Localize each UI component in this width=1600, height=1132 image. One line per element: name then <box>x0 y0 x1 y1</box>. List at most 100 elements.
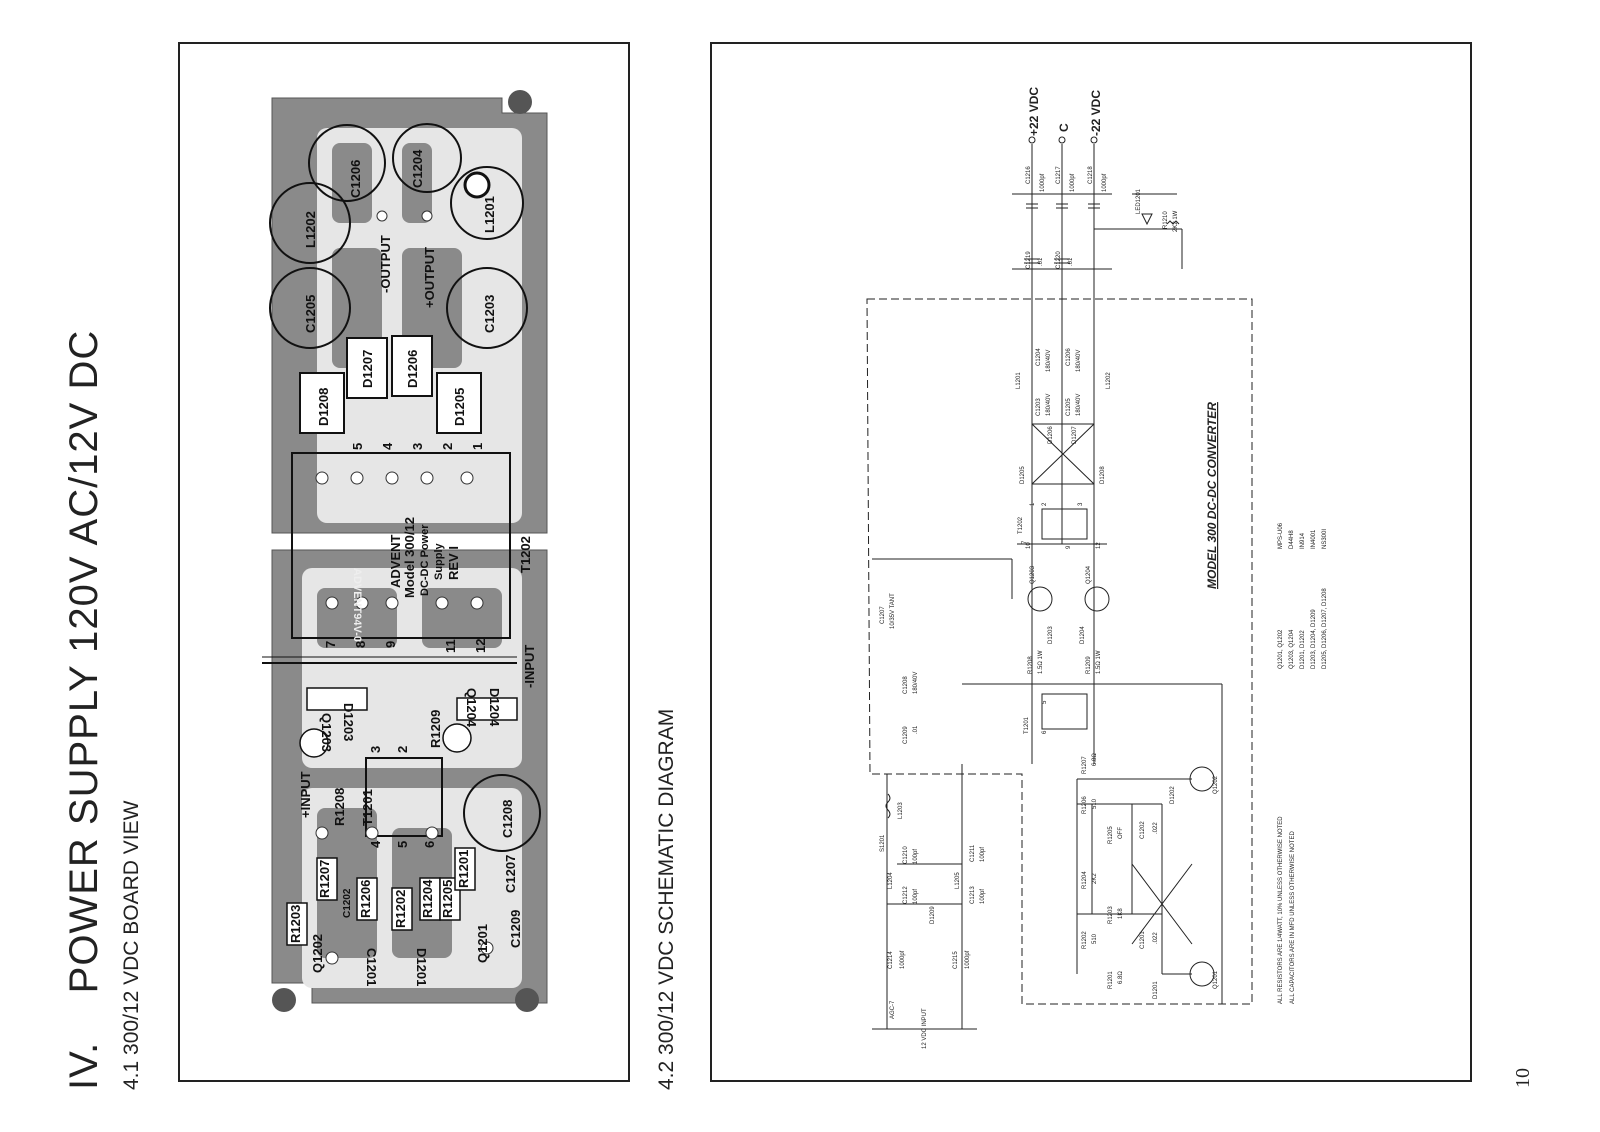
page-title: IV. POWER SUPPLY 120V AC/12V DC <box>62 329 106 1090</box>
val-c1215: 1000pf <box>965 950 971 969</box>
part-l1205: L1205 <box>955 872 961 889</box>
board-label-q1201: Q1201 <box>475 924 490 963</box>
part-r1204: R1204 <box>1082 871 1088 889</box>
schematic-title: MODEL 300 DC-DC CONVERTER <box>1205 402 1219 589</box>
board-label-r1202: R1202 <box>393 890 408 928</box>
board-label-d1203: D1203 <box>341 703 356 741</box>
board-line1: DC-DC Power <box>419 524 431 596</box>
val-c1217: 1000pf <box>1070 173 1076 192</box>
parts-q-a-value: MPS-U06 <box>1278 522 1284 549</box>
val-c1201: .022 <box>1153 932 1159 944</box>
val-c1213: 100pf <box>980 889 986 904</box>
board-label-t1202: T1202 <box>518 536 533 573</box>
board-label-d1205: D1205 <box>452 388 467 426</box>
schematic-frame <box>710 42 1472 1082</box>
rail-com-label: C <box>1057 123 1071 132</box>
part-q1202: Q1202 <box>1213 775 1219 794</box>
board-label-r1209: R1209 <box>428 710 443 748</box>
part-d1207: D1207 <box>1072 426 1078 444</box>
board-label-c1205: C1205 <box>303 295 318 333</box>
part-c1201: C1201 <box>1140 931 1146 949</box>
part-c1207: C1207 <box>880 606 886 624</box>
board-label-l1202: L1202 <box>303 211 318 248</box>
part-r1202: R1202 <box>1082 931 1088 949</box>
part-t1202: T1202 <box>1018 516 1024 534</box>
part-c1210: C1210 <box>903 846 909 864</box>
pin-10: 10 <box>1026 542 1032 549</box>
part-c1216: C1216 <box>1026 166 1032 184</box>
board-label-r1201: R1201 <box>456 850 471 888</box>
part-s1201: S1201 <box>880 834 886 852</box>
board-label-q1202: Q1202 <box>310 934 325 973</box>
parts-q-b: Q1203, Q1204 <box>1289 629 1295 669</box>
part-c1218: C1218 <box>1088 166 1094 184</box>
part-c1217: C1217 <box>1056 166 1062 184</box>
board-label-t1201: T1201 <box>360 789 375 826</box>
part-c1206: C1206 <box>1066 348 1072 366</box>
board-label-p3: 3 <box>410 443 425 450</box>
val-c1208: 180/40V <box>913 672 919 694</box>
label-agc7: AGC-7 <box>890 1000 896 1019</box>
board-label-p5b: 5 <box>395 841 410 848</box>
board-label-c1208: C1208 <box>500 800 515 838</box>
part-c1215: C1215 <box>953 951 959 969</box>
part-t1201: T1201 <box>1024 716 1030 734</box>
board-label-q1203: Q1203 <box>319 713 334 752</box>
board-label-p2b: 2 <box>395 746 410 753</box>
board-label-p11: 11 <box>443 639 458 653</box>
schematic-figure: +22 VDC C -22 VDC MODEL 300 DC-DC CONVER… <box>866 87 1328 1049</box>
board-label-c1201: C1201 <box>364 948 379 986</box>
rail-pos-label: +22 VDC <box>1027 87 1041 136</box>
board-label-p7: 7 <box>323 641 338 648</box>
part-l1203: L1203 <box>898 802 904 819</box>
val-c1216: 1000pf <box>1040 173 1046 192</box>
board-line2: Supply <box>433 542 445 580</box>
board-label-c1206: C1206 <box>348 160 363 198</box>
val-r1206: 510 <box>1092 798 1098 809</box>
pcb-board-figure: C1206 C1204 L1202 L1201 C1205 C1203 -OUT… <box>262 90 548 1012</box>
board-label-c1203: C1203 <box>482 295 497 333</box>
val-r1209: 1.5Ω 1W <box>1096 650 1102 674</box>
board-label-q1204: Q1204 <box>464 688 479 728</box>
board-label-c1209: C1209 <box>508 910 523 948</box>
board-label-p6: 6 <box>422 841 437 848</box>
parts-q-b-value: D44H8 <box>1289 530 1295 549</box>
part-l1204: L1204 <box>888 872 894 889</box>
board-label-r1206: R1206 <box>358 880 373 918</box>
val-r1208: 1.5Ω 1W <box>1038 650 1044 674</box>
part-d1206: D1206 <box>1048 426 1054 444</box>
note-resistors: ALL RESISTORS ARE 1/4WATT, 10% UNLESS OT… <box>1278 816 1284 1004</box>
board-label-d1206: D1206 <box>405 350 420 388</box>
part-c1208: C1208 <box>903 676 909 694</box>
parts-d-c-value: NS300I <box>1322 529 1328 549</box>
val-c1205: 180/40V <box>1076 394 1082 416</box>
val-c1204: 180/40V <box>1046 350 1052 372</box>
board-label-c1202: C1202 <box>342 888 353 918</box>
part-c1204: C1204 <box>1036 348 1042 366</box>
board-brand: ADVENT <box>388 534 403 588</box>
watermark-mark <box>1555 6 1595 96</box>
pin-5: 5 <box>1042 700 1048 704</box>
part-q1204: Q1204 <box>1086 565 1092 584</box>
part-r1205: R1205 <box>1108 826 1114 844</box>
val-r1203: 1K8 <box>1118 908 1124 919</box>
rail-neg-label: -22 VDC <box>1089 90 1103 136</box>
part-led1201: LED1201 <box>1136 188 1142 214</box>
board-label-d1201: D1201 <box>414 948 429 986</box>
label-12vdc-input: 12 VDC INPUT <box>922 1008 928 1049</box>
board-label-p4: 4 <box>380 442 395 450</box>
part-r1210: R1210 <box>1163 211 1169 229</box>
part-c1214: C1214 <box>888 951 894 969</box>
part-d1201: D1201 <box>1153 981 1159 999</box>
part-r1201: R1201 <box>1108 971 1114 989</box>
board-label-r1207: R1207 <box>317 860 332 898</box>
pin-1: 1 <box>1030 502 1036 506</box>
val-c1207: 10/35V TANT <box>890 593 896 629</box>
part-r1208: R1208 <box>1028 656 1034 674</box>
part-d1202: D1202 <box>1170 786 1176 804</box>
part-c1220: C1220 <box>1056 251 1062 269</box>
val-r1204: 2K2 <box>1092 873 1098 884</box>
val-c1210: 100pf <box>913 849 919 864</box>
pin-6: 6 <box>1042 730 1048 734</box>
board-label-p4b: 4 <box>368 840 383 848</box>
